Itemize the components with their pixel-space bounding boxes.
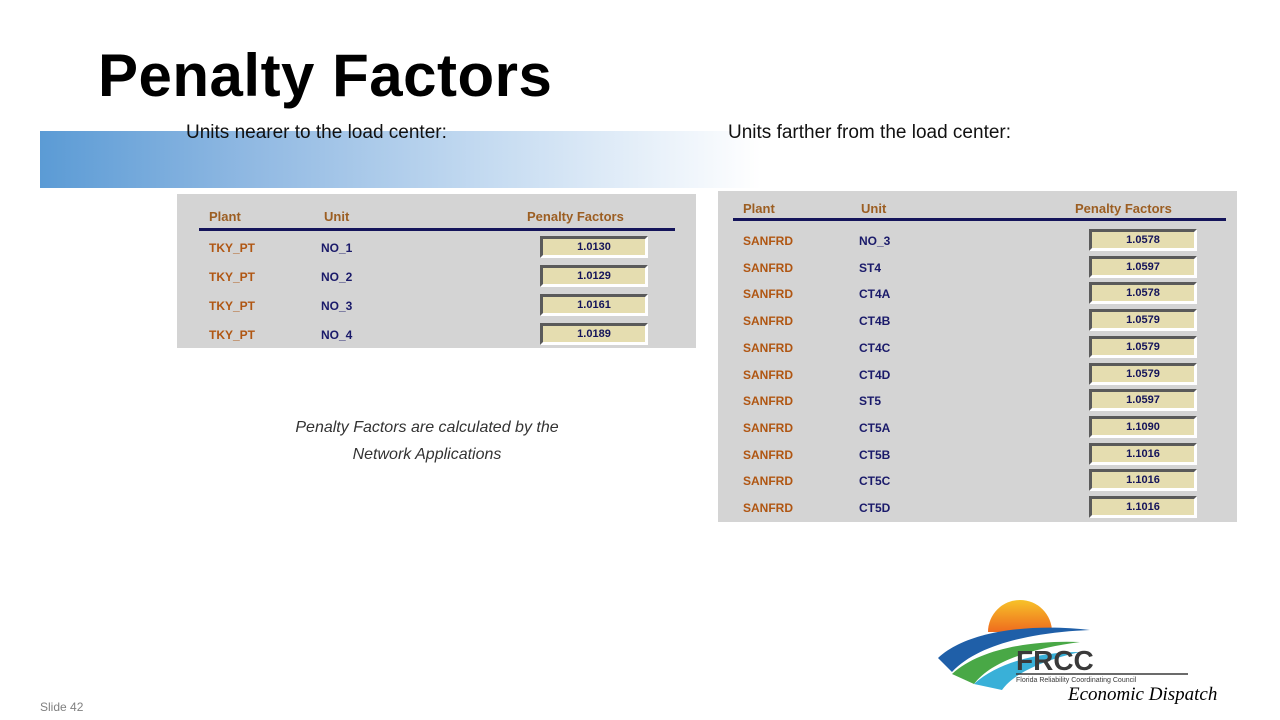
table-row: SANFRD ST4 1.0597 bbox=[718, 254, 1237, 281]
table-row: SANFRD CT4C 1.0579 bbox=[718, 334, 1237, 361]
plant-cell: SANFRD bbox=[743, 420, 793, 435]
unit-cell: CT5C bbox=[859, 474, 891, 489]
header-unit: Unit bbox=[324, 209, 350, 224]
table-row: SANFRD CT4D 1.0579 bbox=[718, 361, 1237, 388]
penalty-factor-value[interactable]: 1.0579 bbox=[1089, 309, 1197, 332]
penalty-factor-note: Penalty Factors are calculated by the Ne… bbox=[252, 414, 602, 468]
penalty-factor-value[interactable]: 1.0189 bbox=[540, 323, 648, 345]
table-row: SANFRD ST5 1.0597 bbox=[718, 387, 1237, 414]
penalty-factor-value[interactable]: 1.1016 bbox=[1089, 469, 1197, 492]
penalty-factor-value[interactable]: 1.1016 bbox=[1089, 442, 1197, 465]
logo-text: FRCC bbox=[1016, 645, 1094, 676]
unit-cell: CT4D bbox=[859, 367, 891, 382]
section-label: Economic Dispatch bbox=[1068, 684, 1218, 705]
penalty-factors-panel-near: Plant Unit Penalty Factors TKY_PT NO_1 1.0… bbox=[177, 194, 696, 348]
frcc-logo: FRCC Florida Reliability Coordinating Co… bbox=[938, 600, 1188, 690]
penalty-factor-value[interactable]: 1.1016 bbox=[1089, 496, 1197, 518]
unit-cell: NO_3 bbox=[321, 299, 353, 313]
plant-cell: TKY_PT bbox=[209, 299, 256, 313]
note-line-1: Penalty Factors are calculated by the bbox=[295, 419, 559, 436]
unit-cell: CT4A bbox=[859, 287, 891, 302]
penalty-factors-panel-far: Plant Unit Penalty Factors SANFRD NO_3 1.0… bbox=[718, 191, 1237, 522]
table-row: SANFRD NO_3 1.0578 bbox=[718, 227, 1237, 254]
table-row: SANFRD CT4B 1.0579 bbox=[718, 307, 1237, 334]
table-row: SANFRD CT4A 1.0578 bbox=[718, 280, 1237, 307]
table-row: SANFRD CT5B 1.1016 bbox=[718, 441, 1237, 468]
logo-subtext: Florida Reliability Coordinating Council bbox=[1016, 677, 1137, 684]
unit-cell: NO_2 bbox=[321, 270, 353, 284]
sun-shape bbox=[988, 600, 1052, 632]
swoosh-blue bbox=[938, 627, 1090, 672]
title-gradient-band bbox=[40, 131, 860, 188]
unit-cell: NO_4 bbox=[321, 328, 353, 342]
header-divider bbox=[733, 218, 1226, 221]
unit-cell: CT5A bbox=[859, 420, 891, 435]
header-penalty-factors: Penalty Factors bbox=[1075, 201, 1172, 216]
penalty-factor-value[interactable]: 1.0129 bbox=[540, 265, 648, 287]
plant-cell: SANFRD bbox=[743, 314, 793, 329]
plant-cell: TKY_PT bbox=[209, 328, 256, 342]
header-penalty-factors: Penalty Factors bbox=[527, 209, 624, 224]
header-plant: Plant bbox=[743, 201, 775, 216]
plant-cell: SANFRD bbox=[743, 340, 793, 355]
unit-cell: NO_1 bbox=[321, 241, 353, 255]
penalty-factor-value[interactable]: 1.0578 bbox=[1089, 229, 1197, 251]
header-plant: Plant bbox=[209, 209, 241, 224]
subheading-nearer: Units nearer to the load center: bbox=[186, 122, 447, 143]
swoosh-cyan bbox=[974, 652, 1080, 690]
plant-cell: SANFRD bbox=[743, 501, 793, 515]
penalty-factor-value[interactable]: 1.0130 bbox=[540, 236, 648, 258]
penalty-factor-value[interactable]: 1.0579 bbox=[1089, 335, 1197, 358]
header-unit: Unit bbox=[861, 201, 887, 216]
table-row: SANFRD CT5D 1.1016 bbox=[718, 494, 1237, 521]
note-line-2: Network Applications bbox=[352, 446, 502, 463]
plant-cell: SANFRD bbox=[743, 287, 793, 302]
penalty-factor-value[interactable]: 1.1090 bbox=[1089, 415, 1197, 438]
table-row: TKY_PT NO_1 1.0130 bbox=[177, 234, 696, 261]
slide-title: Penalty Factors bbox=[98, 42, 553, 109]
penalty-factor-value[interactable]: 1.0578 bbox=[1089, 282, 1197, 305]
plant-cell: SANFRD bbox=[743, 474, 793, 489]
unit-cell: CT5B bbox=[859, 447, 891, 462]
plant-cell: SANFRD bbox=[743, 260, 793, 275]
penalty-factor-value[interactable]: 1.0597 bbox=[1089, 389, 1197, 412]
penalty-factor-value[interactable]: 1.0597 bbox=[1089, 255, 1197, 278]
unit-cell: CT4B bbox=[859, 314, 891, 329]
header-divider bbox=[199, 228, 675, 231]
table-row: SANFRD CT5A 1.1090 bbox=[718, 414, 1237, 441]
swoosh-green bbox=[952, 641, 1080, 684]
subheading-farther: Units farther from the load center: bbox=[728, 122, 1012, 143]
unit-cell: CT4C bbox=[859, 340, 891, 355]
unit-cell: ST5 bbox=[859, 394, 882, 409]
penalty-factor-value[interactable]: 1.0579 bbox=[1089, 362, 1197, 385]
plant-cell: SANFRD bbox=[743, 394, 793, 409]
table-row: TKY_PT NO_3 1.0161 bbox=[177, 292, 696, 319]
unit-cell: NO_3 bbox=[859, 234, 891, 248]
slide-number: Slide 42 bbox=[40, 700, 84, 714]
table-row: SANFRD CT5C 1.1016 bbox=[718, 467, 1237, 494]
unit-cell: CT5D bbox=[859, 501, 891, 515]
plant-cell: SANFRD bbox=[743, 447, 793, 462]
table-row: TKY_PT NO_4 1.0189 bbox=[177, 321, 696, 348]
table-row: TKY_PT NO_2 1.0129 bbox=[177, 263, 696, 290]
plant-cell: TKY_PT bbox=[209, 241, 256, 255]
plant-cell: SANFRD bbox=[743, 234, 793, 248]
unit-cell: ST4 bbox=[859, 260, 882, 275]
plant-cell: TKY_PT bbox=[209, 270, 256, 284]
penalty-factor-value[interactable]: 1.0161 bbox=[540, 294, 648, 316]
plant-cell: SANFRD bbox=[743, 367, 793, 382]
